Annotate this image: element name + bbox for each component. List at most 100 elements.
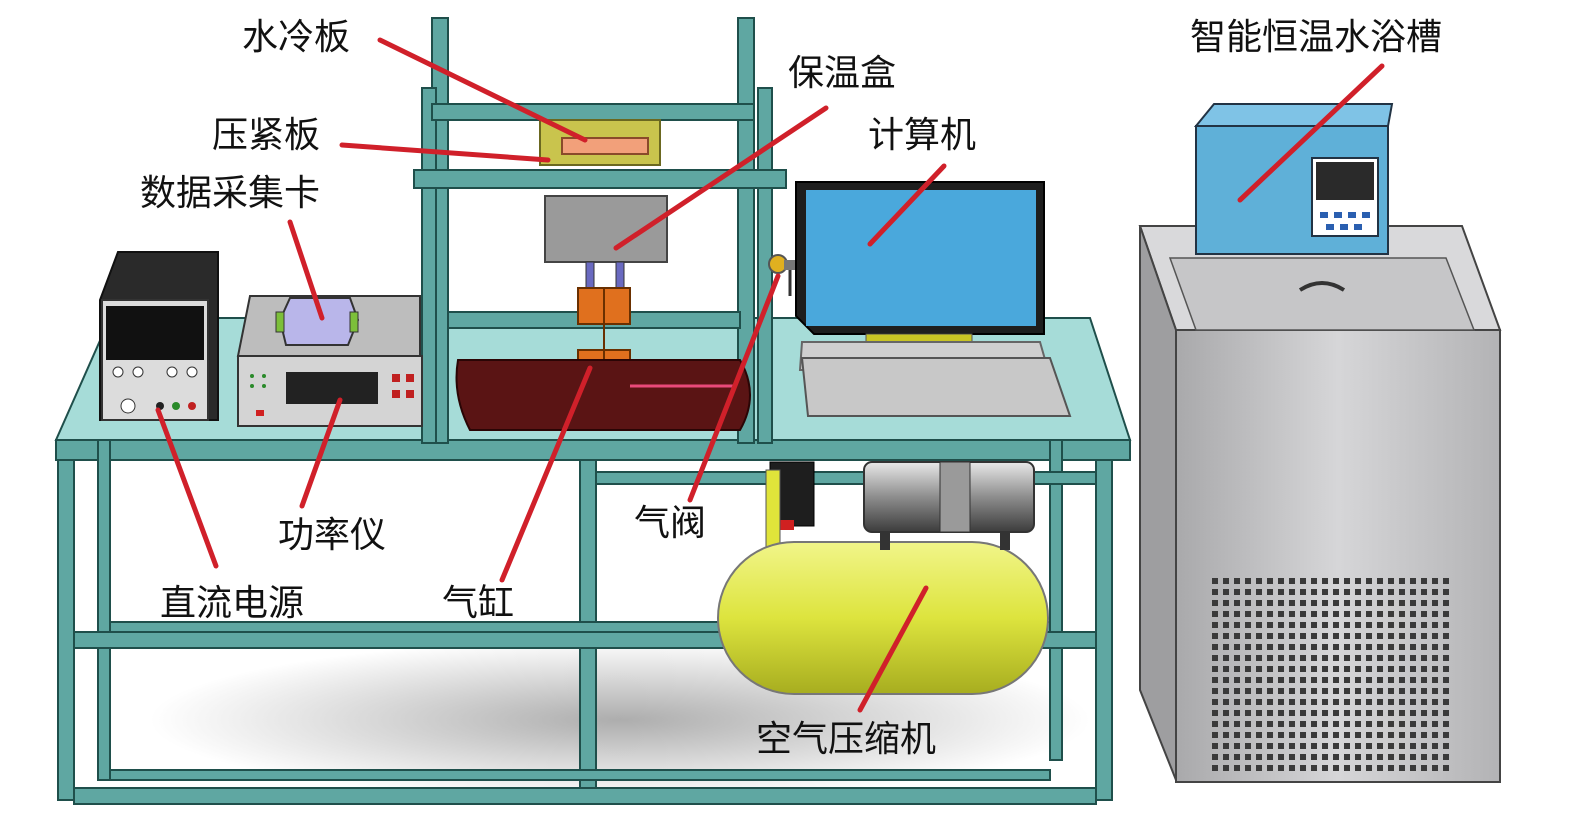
vent-hole bbox=[1388, 644, 1394, 650]
vent-hole bbox=[1399, 754, 1405, 760]
vent-hole bbox=[1267, 578, 1273, 584]
vent-hole bbox=[1432, 732, 1438, 738]
vent-hole bbox=[1300, 622, 1306, 628]
vent-hole bbox=[1432, 666, 1438, 672]
vent-hole bbox=[1388, 710, 1394, 716]
leader-air-compressor bbox=[857, 585, 929, 713]
vent-hole bbox=[1256, 622, 1262, 628]
vent-hole bbox=[1388, 677, 1394, 683]
vent-hole bbox=[1432, 644, 1438, 650]
vent-hole bbox=[1388, 578, 1394, 584]
vent-hole bbox=[1377, 600, 1383, 606]
vent-hole bbox=[1322, 743, 1328, 749]
vent-hole bbox=[1344, 611, 1350, 617]
vent-hole bbox=[1311, 611, 1317, 617]
vent-hole bbox=[1377, 666, 1383, 672]
vent-hole bbox=[1245, 765, 1251, 771]
vent-hole bbox=[1245, 710, 1251, 716]
vent-hole bbox=[1256, 743, 1262, 749]
vent-hole bbox=[1245, 611, 1251, 617]
vent-hole bbox=[1245, 589, 1251, 595]
vent-hole bbox=[1289, 655, 1295, 661]
vent-hole bbox=[1322, 666, 1328, 672]
vent-hole bbox=[1410, 688, 1416, 694]
vent-hole bbox=[1256, 677, 1262, 683]
vent-hole bbox=[1443, 754, 1449, 760]
vent-hole bbox=[1322, 732, 1328, 738]
vent-hole bbox=[1432, 655, 1438, 661]
vent-hole bbox=[1289, 578, 1295, 584]
vent-hole bbox=[1432, 589, 1438, 595]
vent-hole bbox=[1366, 611, 1372, 617]
vent-hole bbox=[1300, 677, 1306, 683]
vent-hole bbox=[1289, 644, 1295, 650]
vent-hole bbox=[1355, 699, 1361, 705]
vent-hole bbox=[1443, 743, 1449, 749]
vent-hole bbox=[1256, 644, 1262, 650]
vent-hole bbox=[1432, 743, 1438, 749]
leader-power-meter bbox=[299, 397, 343, 509]
leader-air-valve bbox=[687, 273, 781, 503]
vent-hole bbox=[1432, 622, 1438, 628]
vent-hole bbox=[1421, 677, 1427, 683]
vent-hole bbox=[1377, 622, 1383, 628]
vent-hole bbox=[1377, 677, 1383, 683]
vent-hole bbox=[1267, 633, 1273, 639]
label-pressing-plate: 压紧板 bbox=[212, 115, 321, 156]
vent-hole bbox=[1245, 688, 1251, 694]
vent-hole bbox=[1267, 644, 1273, 650]
vent-hole bbox=[1377, 710, 1383, 716]
vent-hole bbox=[1256, 765, 1262, 771]
vent-hole bbox=[1399, 666, 1405, 672]
vent-hole bbox=[1322, 677, 1328, 683]
vent-hole bbox=[1366, 765, 1372, 771]
keyboard bbox=[800, 357, 1072, 417]
computer bbox=[795, 181, 1072, 417]
vent-hole bbox=[1432, 578, 1438, 584]
vent-hole bbox=[1421, 765, 1427, 771]
vent-hole bbox=[1278, 710, 1284, 716]
vent-hole bbox=[1267, 710, 1273, 716]
vent-hole bbox=[1234, 600, 1240, 606]
air-compressor bbox=[717, 461, 1049, 695]
vent-hole bbox=[1267, 743, 1273, 749]
vent-hole bbox=[1344, 710, 1350, 716]
vent-hole bbox=[1311, 688, 1317, 694]
vent-hole bbox=[1322, 699, 1328, 705]
vent-hole bbox=[1322, 710, 1328, 716]
vent-hole bbox=[1421, 655, 1427, 661]
vent-hole bbox=[1443, 710, 1449, 716]
vent-hole bbox=[1333, 732, 1339, 738]
leader-water-cooling-plate bbox=[377, 37, 588, 143]
vent-hole bbox=[1366, 578, 1372, 584]
vent-hole bbox=[1267, 765, 1273, 771]
vent-hole bbox=[1223, 721, 1229, 727]
vent-hole bbox=[1256, 611, 1262, 617]
vent-hole bbox=[1333, 699, 1339, 705]
vent-hole bbox=[1234, 677, 1240, 683]
vent-hole bbox=[1245, 677, 1251, 683]
vent-hole bbox=[1443, 732, 1449, 738]
vent-hole bbox=[1278, 666, 1284, 672]
vent-hole bbox=[1377, 699, 1383, 705]
vent-hole bbox=[1388, 699, 1394, 705]
vent-hole bbox=[1366, 743, 1372, 749]
vent-hole bbox=[1322, 688, 1328, 694]
vent-hole bbox=[1267, 600, 1273, 606]
vent-hole bbox=[1443, 655, 1449, 661]
vent-hole bbox=[1223, 600, 1229, 606]
vent-hole bbox=[1300, 578, 1306, 584]
vent-hole bbox=[1421, 633, 1427, 639]
vent-hole bbox=[1377, 644, 1383, 650]
press-frame bbox=[413, 17, 787, 444]
vent-hole bbox=[1278, 655, 1284, 661]
vent-hole bbox=[1256, 710, 1262, 716]
vent-hole bbox=[1212, 600, 1218, 606]
vent-hole bbox=[1421, 589, 1427, 595]
leader-lines bbox=[155, 37, 1385, 713]
vent-hole bbox=[1344, 666, 1350, 672]
vent-hole bbox=[1355, 677, 1361, 683]
leader-insulation-box bbox=[613, 105, 829, 251]
daq-card bbox=[275, 297, 360, 346]
